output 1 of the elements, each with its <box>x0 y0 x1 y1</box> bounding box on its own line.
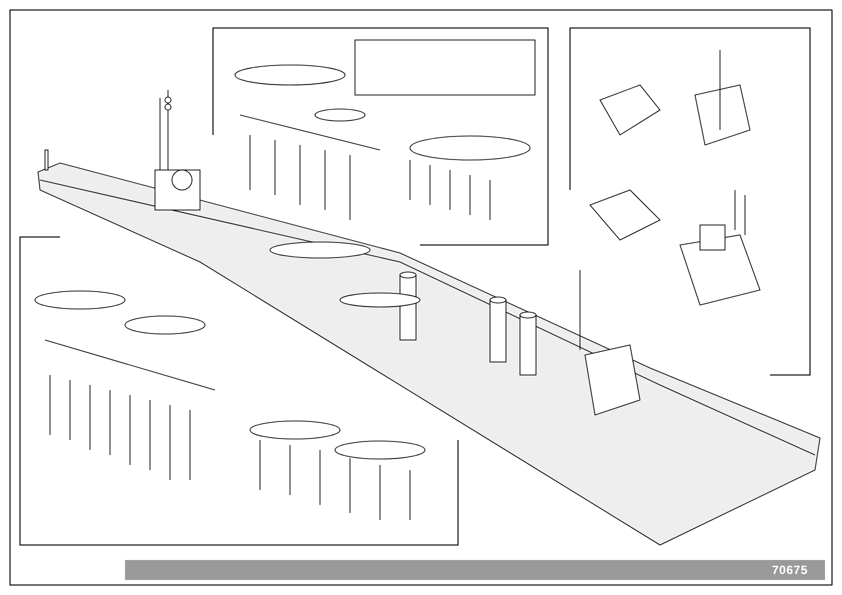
kit-number: 70675 <box>772 563 808 577</box>
